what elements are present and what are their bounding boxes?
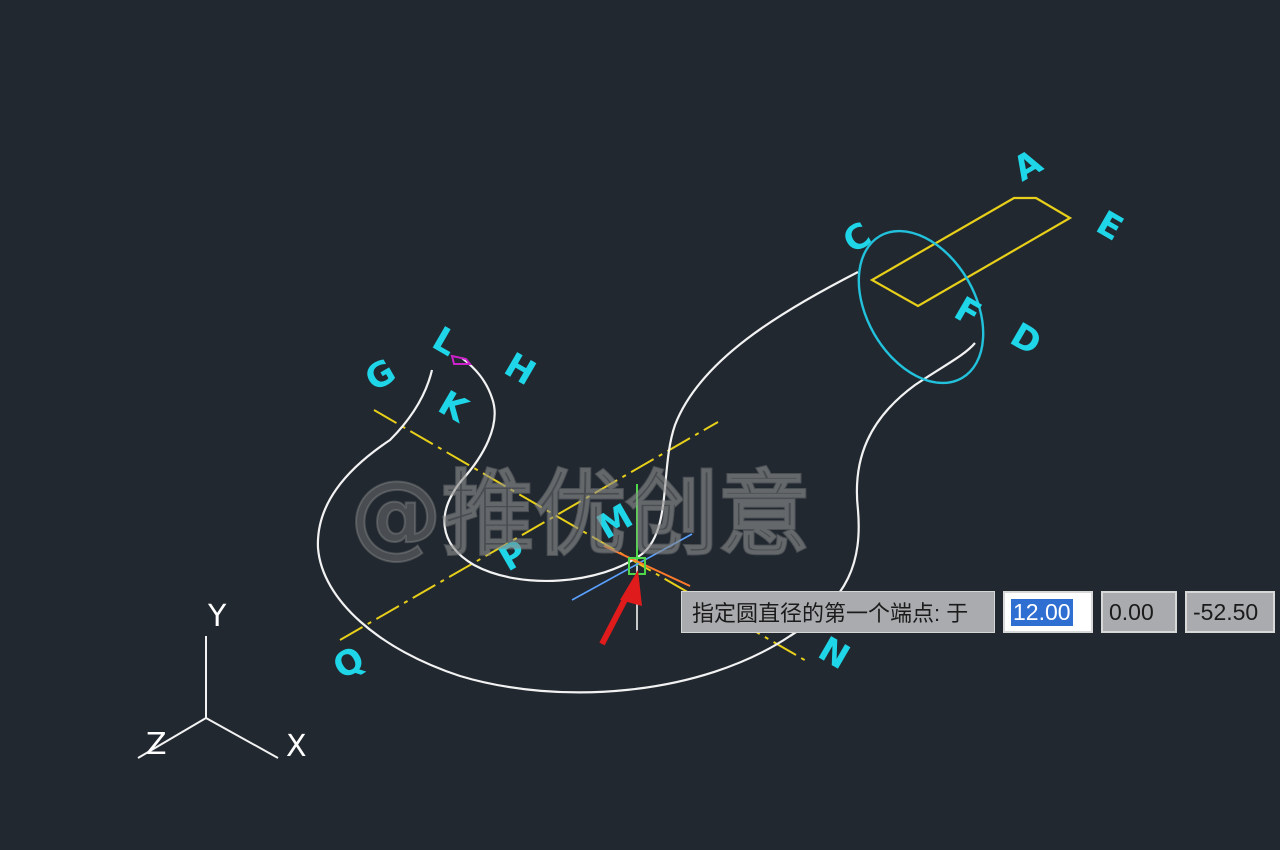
label-n: N (812, 629, 857, 678)
yellow-rectangle (869, 196, 1073, 308)
ucs-x-label: X (286, 729, 307, 764)
watermark: @推优创意 (350, 461, 810, 568)
ucs-z-label: Z (146, 727, 167, 762)
crosshair-cursor (571, 484, 693, 630)
ucs-icon: Y X Z (137, 599, 307, 764)
label-a: A (1007, 142, 1050, 190)
label-k: K (432, 383, 476, 432)
red-arrow-icon (599, 570, 642, 646)
z-coordinate-input[interactable]: -52.50 (1185, 591, 1275, 633)
label-g: G (359, 351, 403, 400)
label-d: D (1004, 315, 1048, 364)
hook-inner-curve (443, 271, 859, 583)
magenta-marker (450, 354, 473, 365)
x-coordinate-value: 12.00 (1011, 598, 1073, 626)
dynamic-input-bar: 指定圆直径的第一个端点: 于 12.00 0.00 -52.50 (681, 591, 1275, 633)
command-prompt: 指定圆直径的第一个端点: 于 (681, 591, 995, 633)
label-q: Q (327, 639, 372, 688)
label-c: C (837, 215, 879, 262)
y-coordinate-input[interactable]: 0.00 (1101, 591, 1177, 633)
cyan-ellipse (857, 229, 985, 385)
hook-outer-curve (316, 342, 976, 694)
label-e: E (1090, 203, 1130, 249)
label-h: H (498, 345, 543, 394)
x-coordinate-input[interactable]: 12.00 (1003, 591, 1093, 633)
ucs-y-label: Y (207, 599, 227, 634)
centerline-main (339, 421, 719, 641)
